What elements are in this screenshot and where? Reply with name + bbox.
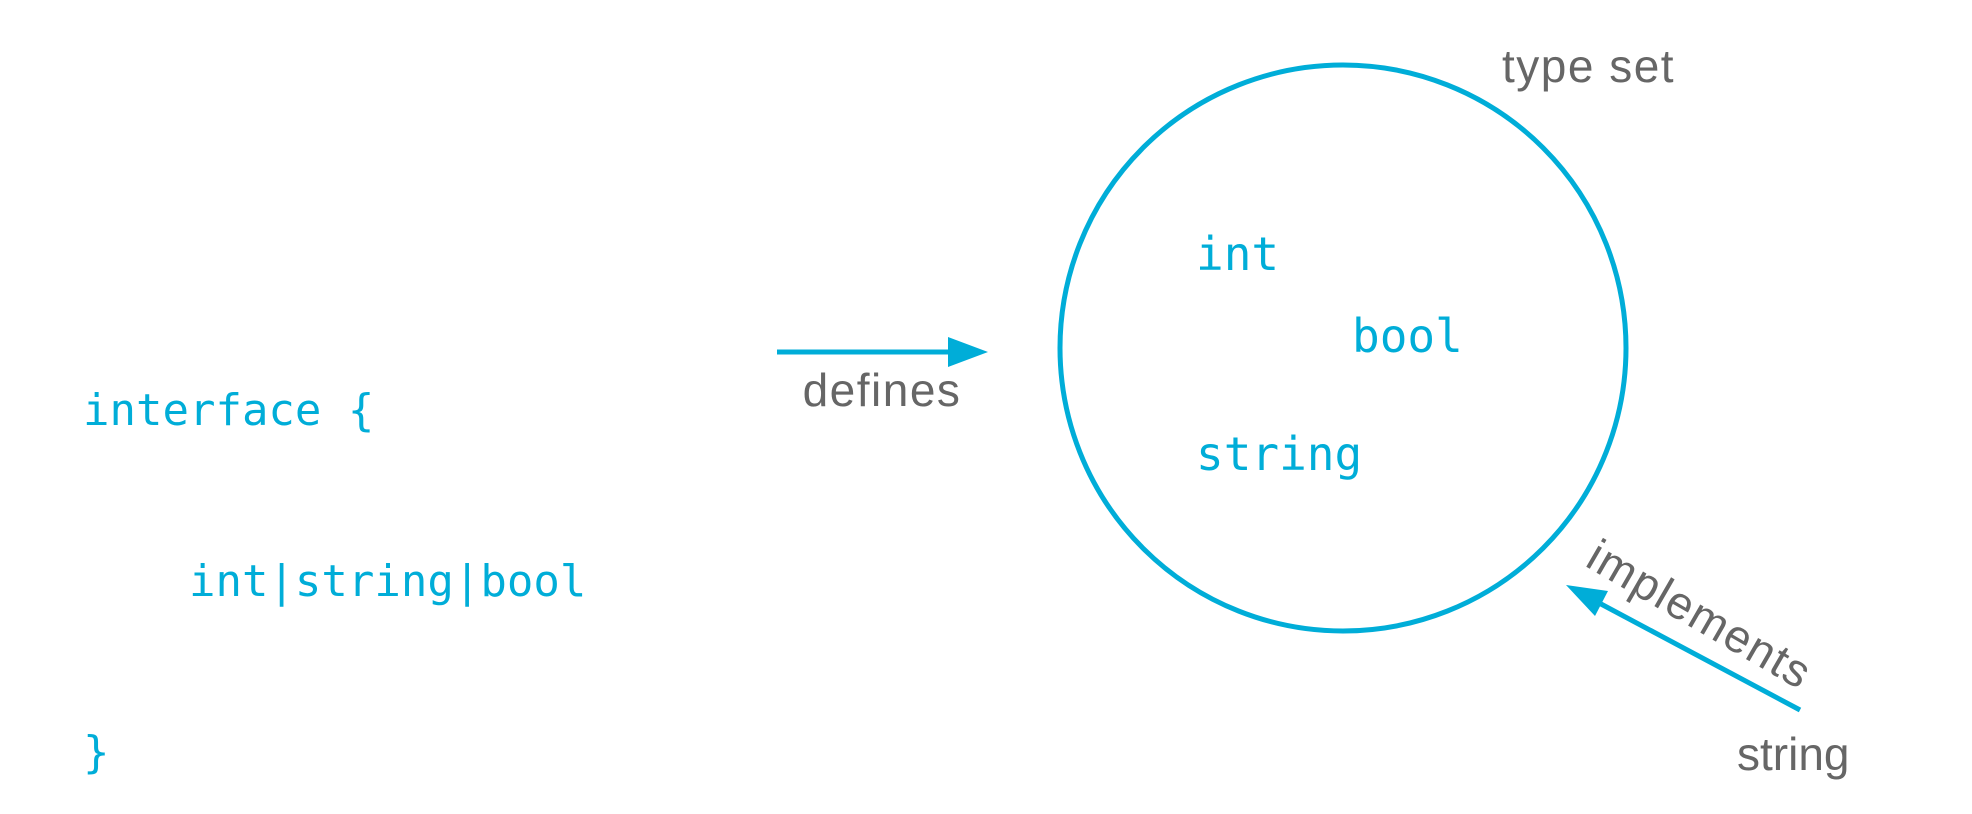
type-member-bool: bool	[1352, 309, 1463, 363]
implements-arrow-line	[1599, 601, 1802, 713]
implementer-string-label: string	[1737, 728, 1850, 780]
implements-arrowhead-icon	[1566, 585, 1608, 616]
defines-label: defines	[802, 364, 962, 416]
type-member-int: int	[1196, 227, 1280, 281]
implements-arrow	[1566, 585, 1802, 713]
code-line-type-union: int|string|bool	[83, 556, 587, 607]
code-line-interface-open: interface {	[83, 385, 375, 436]
defines-arrow	[777, 337, 988, 367]
defines-arrowhead-icon	[948, 337, 988, 367]
type-member-string: string	[1196, 427, 1363, 481]
interface-code-block: interface { int|string|bool }	[83, 268, 586, 814]
code-line-interface-close: }	[83, 727, 110, 778]
type-set-label: type set	[1502, 40, 1676, 92]
type-set-circle	[1057, 62, 1629, 634]
